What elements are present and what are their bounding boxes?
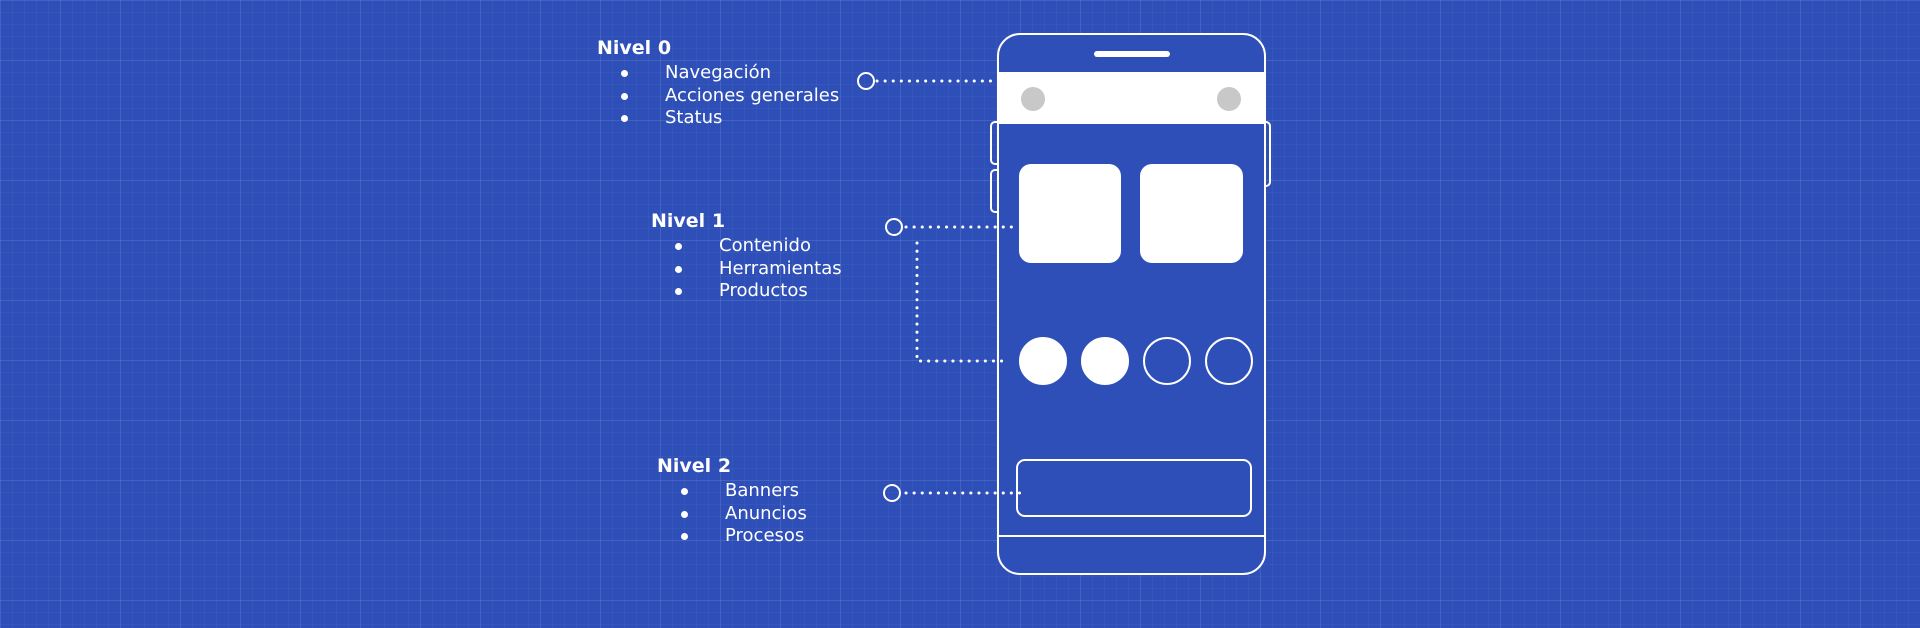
bullet-icon	[675, 243, 682, 250]
bullet-icon	[681, 510, 688, 518]
bullet-icon	[681, 533, 688, 540]
level-0-title: Nivel 0	[597, 37, 672, 59]
list-item-label: Productos	[719, 280, 808, 301]
connector-node-level-1	[885, 218, 903, 236]
list-item-label: Status	[665, 107, 723, 128]
connector-node-level-2	[883, 484, 901, 502]
level-2-list: Banners Anuncios Procesos	[657, 480, 807, 548]
page-dot-filled	[1081, 337, 1129, 385]
page-dot-empty	[1205, 337, 1253, 385]
list-item: Navegación	[597, 62, 839, 85]
bullet-icon	[675, 265, 682, 273]
nav-right-icon	[1217, 87, 1241, 111]
connector-line-level-1-dots	[915, 241, 1008, 363]
level-1-title: Nivel 1	[651, 210, 726, 232]
list-item-label: Anuncios	[725, 502, 807, 524]
level-1-group: Nivel 1 Contenido Herramientas Productos	[651, 210, 842, 303]
page-dot-empty	[1143, 337, 1191, 385]
content-card-right	[1140, 164, 1243, 263]
banner-placeholder	[1016, 459, 1252, 517]
list-item: Status	[597, 107, 839, 130]
connector-node-level-0	[857, 72, 875, 90]
bullet-icon	[681, 488, 688, 495]
bullet-icon	[621, 92, 628, 100]
level-0-group: Nivel 0 Navegación Acciones generales St…	[597, 37, 839, 130]
page-dot-filled	[1019, 337, 1067, 385]
phone-speaker	[1094, 51, 1170, 57]
bullet-icon	[675, 288, 682, 295]
level-2-title: Nivel 2	[657, 455, 732, 477]
list-item: Anuncios	[657, 503, 807, 526]
bullet-icon	[621, 115, 628, 122]
list-item-label: Herramientas	[719, 257, 842, 279]
list-item: Herramientas	[651, 258, 842, 281]
level-1-list: Contenido Herramientas Productos	[651, 235, 842, 303]
level-0-list: Navegación Acciones generales Status	[597, 62, 839, 130]
list-item-label: Contenido	[719, 235, 811, 256]
list-item: Procesos	[657, 525, 807, 548]
nav-left-icon	[1021, 87, 1045, 111]
list-item-label: Procesos	[725, 525, 805, 546]
list-item: Contenido	[651, 235, 842, 258]
list-item: Productos	[651, 280, 842, 303]
bullet-icon	[621, 70, 628, 77]
page-indicator	[1019, 337, 1253, 385]
list-item: Banners	[657, 480, 807, 503]
level-2-group: Nivel 2 Banners Anuncios Procesos	[657, 455, 807, 548]
list-item: Acciones generales	[597, 85, 839, 108]
content-card-left	[1019, 164, 1121, 263]
list-item-label: Banners	[725, 480, 800, 501]
list-item-label: Acciones generales	[665, 84, 840, 106]
list-item-label: Navegación	[665, 62, 771, 83]
